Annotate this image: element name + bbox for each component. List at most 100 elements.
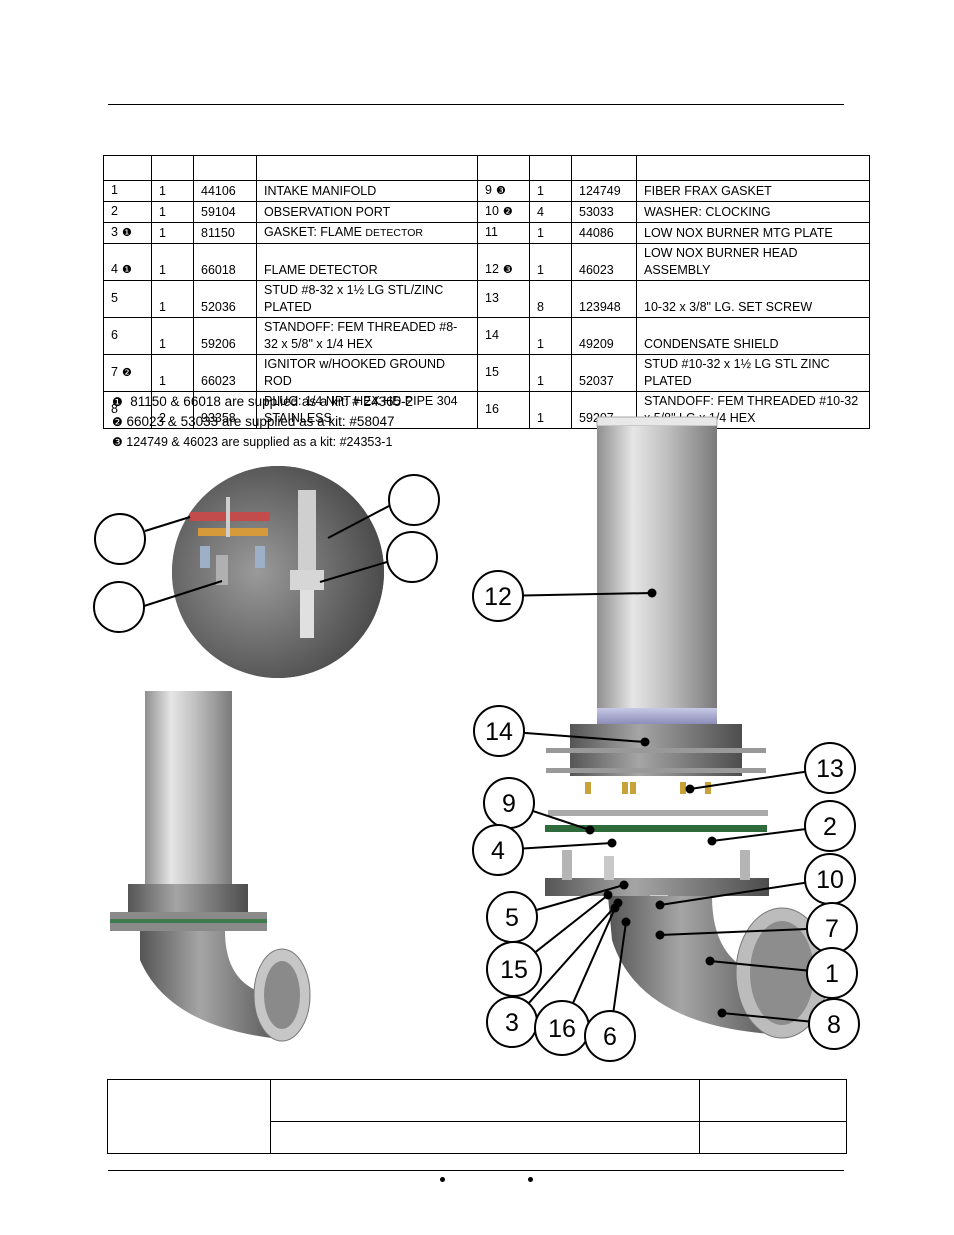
- description-text: OBSERVATION PORT: [264, 205, 391, 219]
- detail-callout-blank: [388, 474, 440, 526]
- item-number-text: 2: [111, 204, 118, 218]
- callout-label: 10: [816, 866, 844, 894]
- callout-8: 8: [717, 998, 860, 1050]
- leader-line: [522, 592, 653, 597]
- item-number: 13: [477, 280, 530, 318]
- leader-line: [523, 731, 646, 743]
- part-number: 66018: [193, 243, 257, 281]
- leader-line: [711, 828, 806, 842]
- callout-3: 3: [486, 898, 623, 1048]
- description: STUD #10-32 x 1½ LG STL ZINC PLATED: [636, 354, 870, 392]
- item-number-text: 9: [485, 183, 492, 197]
- kit-marker: ❸: [495, 185, 506, 197]
- leader-dot: [621, 917, 631, 927]
- header-cell: [571, 155, 637, 181]
- footer-cell-doc: [699, 1079, 847, 1122]
- callout-label: 14: [485, 718, 513, 746]
- description-text: LOW NOX BURNER MTG PLATE: [644, 226, 833, 240]
- description-text: 10-32 x 3/8" LG. SET SCREW: [644, 300, 813, 314]
- kit-notes: ❶ 81150 & 66018 are supplied as a kit: #…: [112, 392, 413, 452]
- footer-cell-subtitle: [270, 1121, 700, 1154]
- item-number: 16: [477, 391, 530, 429]
- callout-label: 1: [825, 960, 839, 988]
- quantity: 1: [151, 280, 194, 318]
- part-number: 46023: [571, 243, 637, 281]
- leader-dot: [707, 836, 717, 846]
- kit-marker: ❸: [112, 435, 123, 449]
- description-text: LOW NOX BURNER HEAD ASSEMBLY: [644, 246, 798, 277]
- kit-note-text: 124749 & 46023 are supplied as a kit: #2…: [122, 435, 393, 449]
- leader-line: [721, 1012, 810, 1023]
- leader-dot: [603, 890, 613, 900]
- item-number-text: 3: [111, 225, 118, 239]
- quantity: 1: [151, 317, 194, 355]
- part-number: 49209: [571, 317, 637, 355]
- part-number: 52036: [193, 280, 257, 318]
- leader-line: [522, 842, 613, 850]
- callout-label: 13: [816, 755, 844, 783]
- description: STANDOFF: FEM THREADED #8-32 x 5/8" x 1/…: [256, 317, 478, 355]
- description: OBSERVATION PORT: [256, 201, 478, 223]
- callout-4: 4: [472, 824, 617, 876]
- item-number-text: 6: [111, 328, 118, 342]
- quantity: 8: [529, 280, 572, 318]
- footer-cell-title: [270, 1079, 700, 1122]
- kit-marker: ❷: [112, 415, 123, 429]
- callout-12: 12: [472, 570, 657, 622]
- leader-dot: [640, 737, 650, 747]
- leader-line: [659, 928, 808, 936]
- detail-callout-blank: [94, 513, 146, 565]
- callout-label: 4: [491, 837, 505, 865]
- callout-circle: [473, 705, 525, 757]
- callout-10: 10: [655, 853, 856, 910]
- kit-marker: ❷: [502, 206, 513, 218]
- assembled-burner: [110, 691, 311, 1042]
- item-number-text: 13: [485, 291, 499, 305]
- callout-label: 15: [500, 956, 528, 984]
- detail-callout-blank: [386, 531, 438, 583]
- kit-note: ❸ 124749 & 46023 are supplied as a kit: …: [112, 432, 413, 452]
- leader-line: [659, 881, 806, 906]
- leader-line: [532, 809, 591, 831]
- callout-circle: [806, 947, 858, 999]
- callout-label: 12: [484, 583, 512, 611]
- item-number-text: 10: [485, 204, 499, 218]
- header-rule: [108, 104, 844, 105]
- callout-label: 3: [505, 1009, 519, 1037]
- footer-table: [107, 1079, 847, 1154]
- description-text: FIBER FRAX GASKET: [644, 184, 772, 198]
- leader-dot: [619, 880, 629, 890]
- leader-dot: [685, 784, 695, 794]
- item-number-text: 8: [111, 402, 118, 416]
- detail-callout-blank: [93, 581, 145, 633]
- kit-note-text: 81150 & 66018 are supplied as a kit: # 2…: [122, 394, 413, 409]
- leader-dot: [717, 1008, 727, 1018]
- kit-marker: ❶: [121, 264, 132, 276]
- item-number-text: 11: [485, 225, 498, 239]
- item-number-text: 16: [485, 402, 499, 416]
- callout-circle: [472, 824, 524, 876]
- description: WASHER: CLOCKING: [636, 201, 870, 223]
- callout-label: 6: [603, 1023, 617, 1051]
- description-text: FLAME DETECTOR: [264, 263, 378, 277]
- callout-16: 16: [534, 903, 620, 1056]
- description-text: IGNITOR w/HOOKED GROUND ROD: [264, 357, 446, 388]
- footer-rule: [108, 1170, 844, 1171]
- leader-dot: [607, 838, 617, 848]
- detail-view: [93, 466, 440, 678]
- kit-marker: ❸: [502, 264, 513, 276]
- callout-1: 1: [705, 947, 858, 999]
- quantity: 1: [529, 243, 572, 281]
- callout-14: 14: [473, 705, 650, 757]
- kit-marker: ❶: [121, 227, 132, 239]
- kit-note: ❷ 66023 & 53033 are supplied as a kit: #…: [112, 412, 413, 432]
